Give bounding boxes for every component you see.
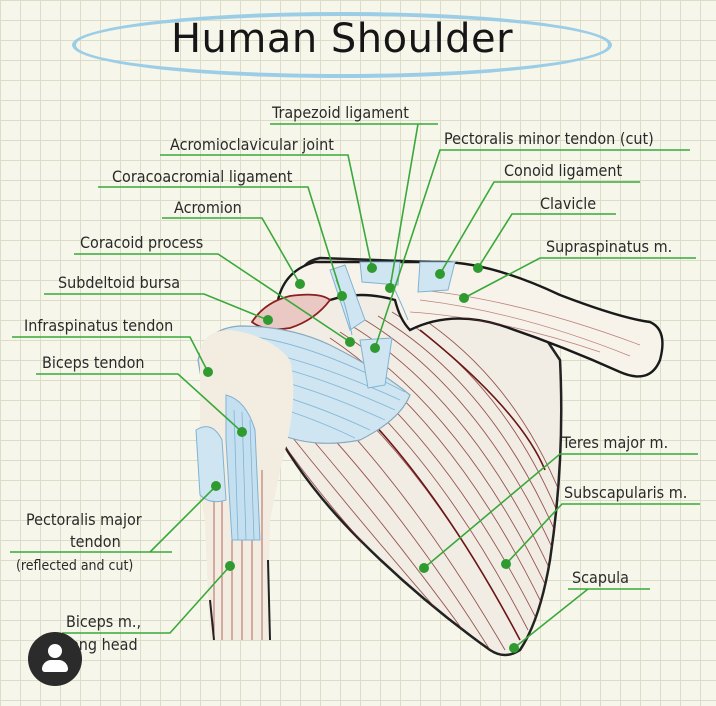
title-oval	[72, 12, 612, 78]
label-acromioclavicular-joint: Acromioclavicular joint	[170, 135, 334, 154]
label-coracoacromial-ligament: Coracoacromial ligament	[112, 167, 293, 186]
label-biceps-tendon: Biceps tendon	[42, 353, 145, 372]
user-avatar-body	[42, 660, 68, 672]
label-pectoralis-major-line2: tendon	[70, 532, 121, 551]
label-pectoralis-major-line3: (reflected and cut)	[16, 558, 133, 574]
clavicle-shape	[276, 260, 664, 378]
ligaments-shape	[329, 261, 456, 389]
label-acromion: Acromion	[174, 198, 242, 217]
label-infraspinatus-tendon: Infraspinatus tendon	[24, 316, 173, 335]
labels: Trapezoid ligament Acromioclavicular joi…	[16, 103, 687, 654]
biceps-shape	[195, 330, 294, 641]
anatomy-drawing	[195, 256, 664, 657]
label-subscapularis: Subscapularis m.	[564, 483, 687, 502]
user-avatar-icon[interactable]	[28, 632, 82, 686]
page-title: Human Shoulder	[170, 16, 514, 62]
label-teres-major: Teres major m.	[561, 433, 668, 452]
label-pectoralis-minor-tendon: Pectoralis minor tendon (cut)	[444, 129, 654, 148]
label-supraspinatus: Supraspinatus m.	[546, 237, 672, 256]
label-clavicle: Clavicle	[540, 194, 596, 213]
leader-lines	[10, 123, 700, 653]
user-avatar-head	[48, 644, 62, 658]
label-subdeltoid-bursa: Subdeltoid bursa	[58, 273, 180, 292]
label-conoid-ligament: Conoid ligament	[504, 161, 622, 180]
label-biceps-long-line1: Biceps m.,	[66, 612, 141, 631]
label-pectoralis-major-line1: Pectoralis major	[26, 510, 142, 529]
label-biceps-long-line2: long head	[66, 635, 138, 654]
label-coracoid-process: Coracoid process	[80, 233, 203, 252]
label-trapezoid-ligament: Trapezoid ligament	[271, 103, 409, 122]
label-scapula: Scapula	[572, 568, 629, 587]
